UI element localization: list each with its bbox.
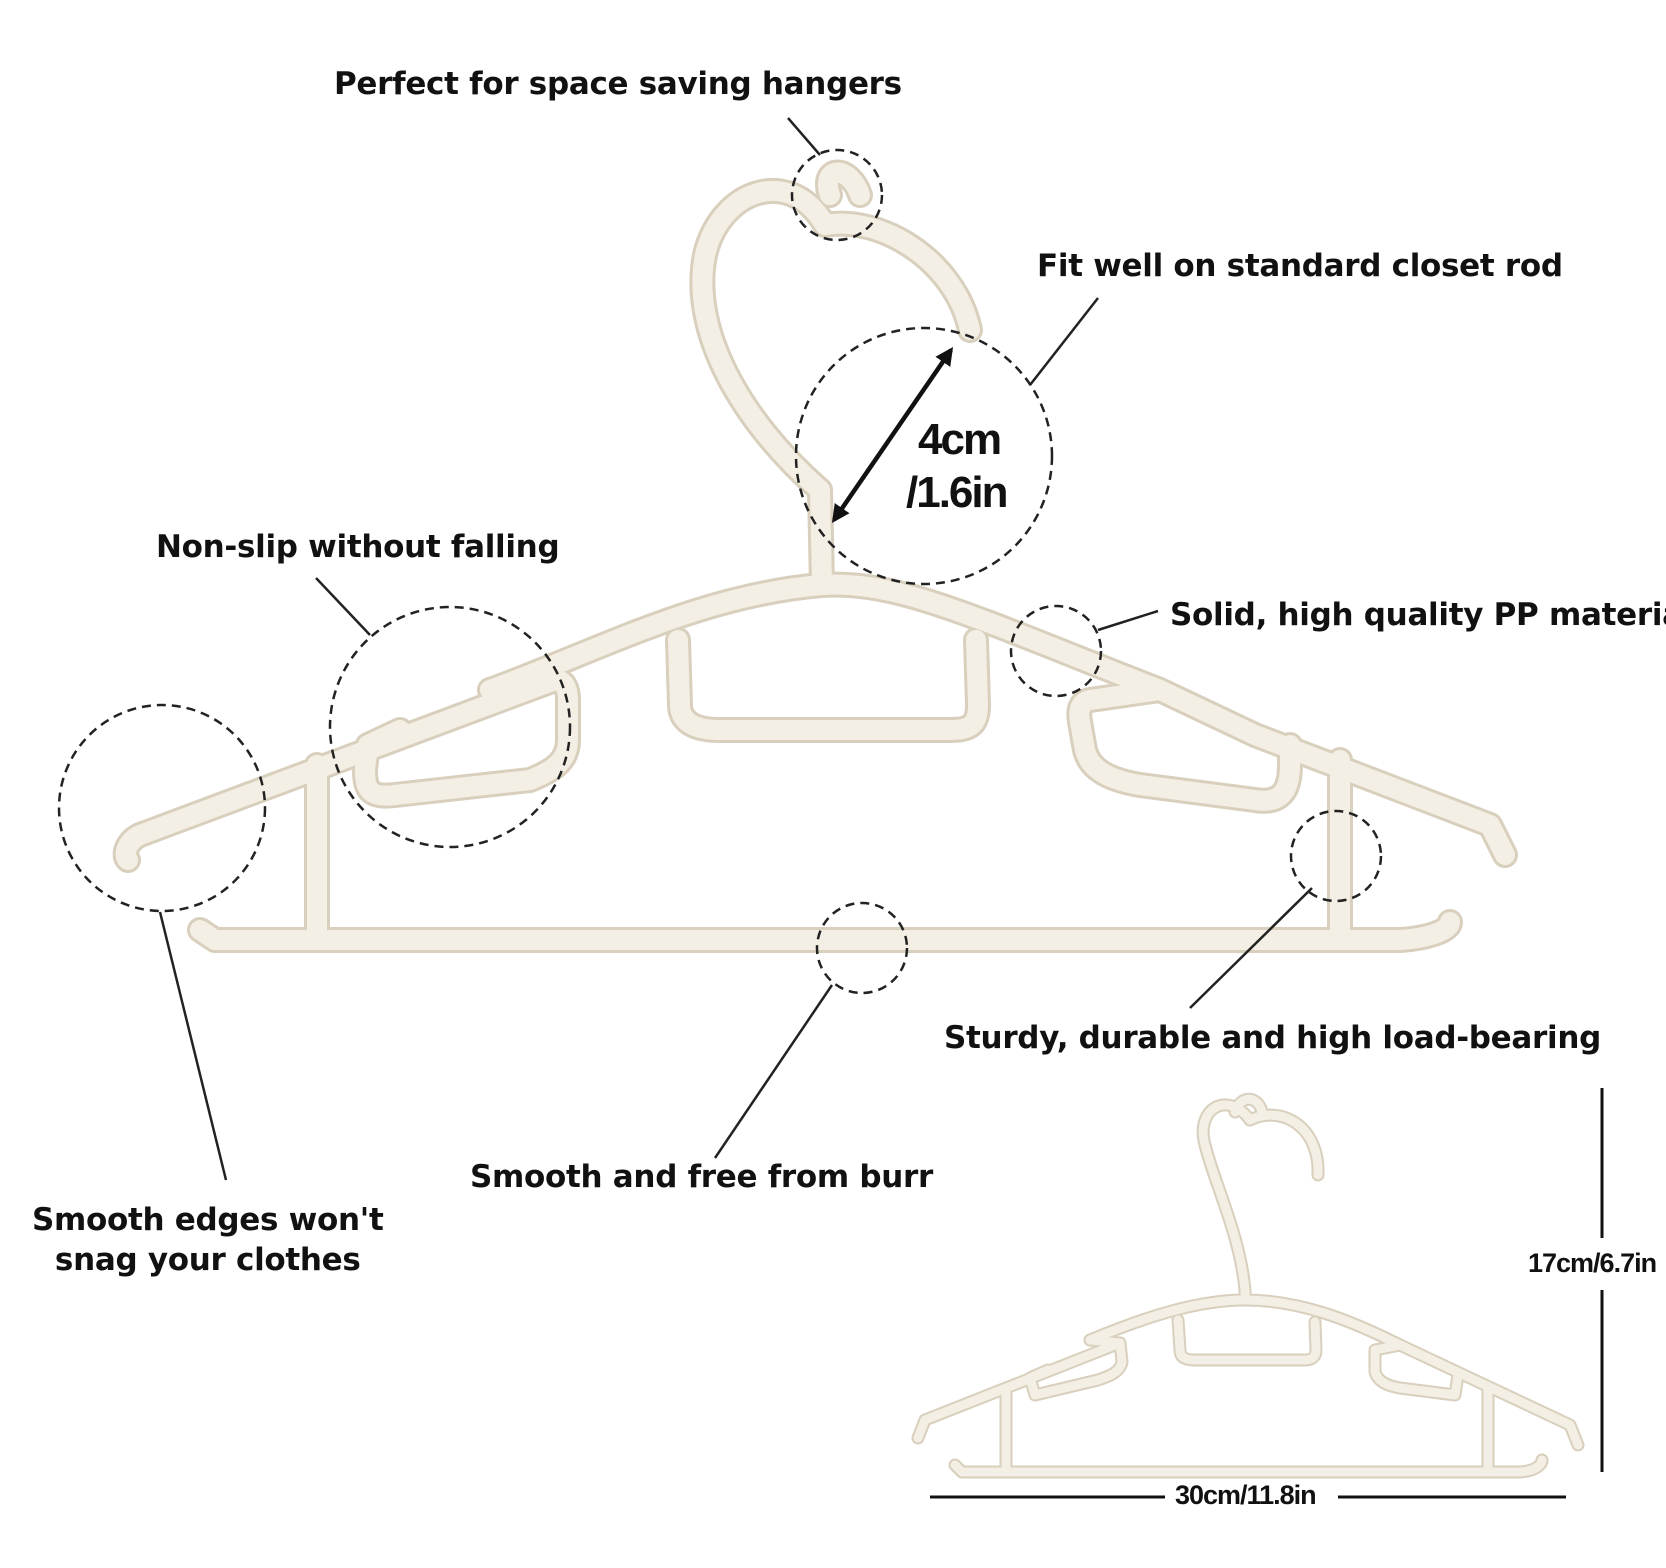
label-smooth-edges-line1: Smooth edges won't: [32, 1202, 384, 1238]
label-sturdy: Sturdy, durable and high load-bearing: [944, 1020, 1601, 1056]
callout-circle-support: [1289, 809, 1383, 903]
callout-circle-notch: [328, 605, 572, 849]
height-dimension-label: 17cm/6.7in: [1528, 1248, 1657, 1278]
callout-circle-material: [1009, 604, 1103, 698]
large-hanger: [112, 159, 1518, 953]
dimension-lines: [930, 1088, 1604, 1499]
callout-circle-bar: [815, 901, 909, 995]
hook-opening-imperial: /1.6in: [906, 468, 1008, 517]
leader-lines: [158, 117, 1313, 1181]
label-pp-material: Solid, high quality PP material: [1170, 597, 1666, 633]
label-smooth-edges: Smooth edges won't snag your clothes: [32, 1200, 384, 1280]
callout-circles: [57, 148, 1383, 995]
label-smooth-burr: Smooth and free from burr: [470, 1159, 933, 1195]
small-hanger: [911, 1092, 1585, 1479]
hook-opening-arrow: [831, 347, 954, 523]
label-closet-rod: Fit well on standard closet rod: [1037, 248, 1563, 284]
width-dimension-label: 30cm/11.8in: [1175, 1480, 1317, 1510]
callout-circle-hook-tip: [790, 148, 884, 242]
callout-circle-hook-opening: [794, 326, 1054, 586]
label-non-slip: Non-slip without falling: [156, 529, 560, 565]
hook-opening-metric: 4cm: [918, 415, 1002, 464]
label-space-saving: Perfect for space saving hangers: [334, 66, 902, 102]
label-smooth-edges-line2: snag your clothes: [54, 1242, 361, 1278]
large-hanger-body: [115, 162, 1515, 950]
callout-circle-shoulder-end: [57, 703, 267, 913]
